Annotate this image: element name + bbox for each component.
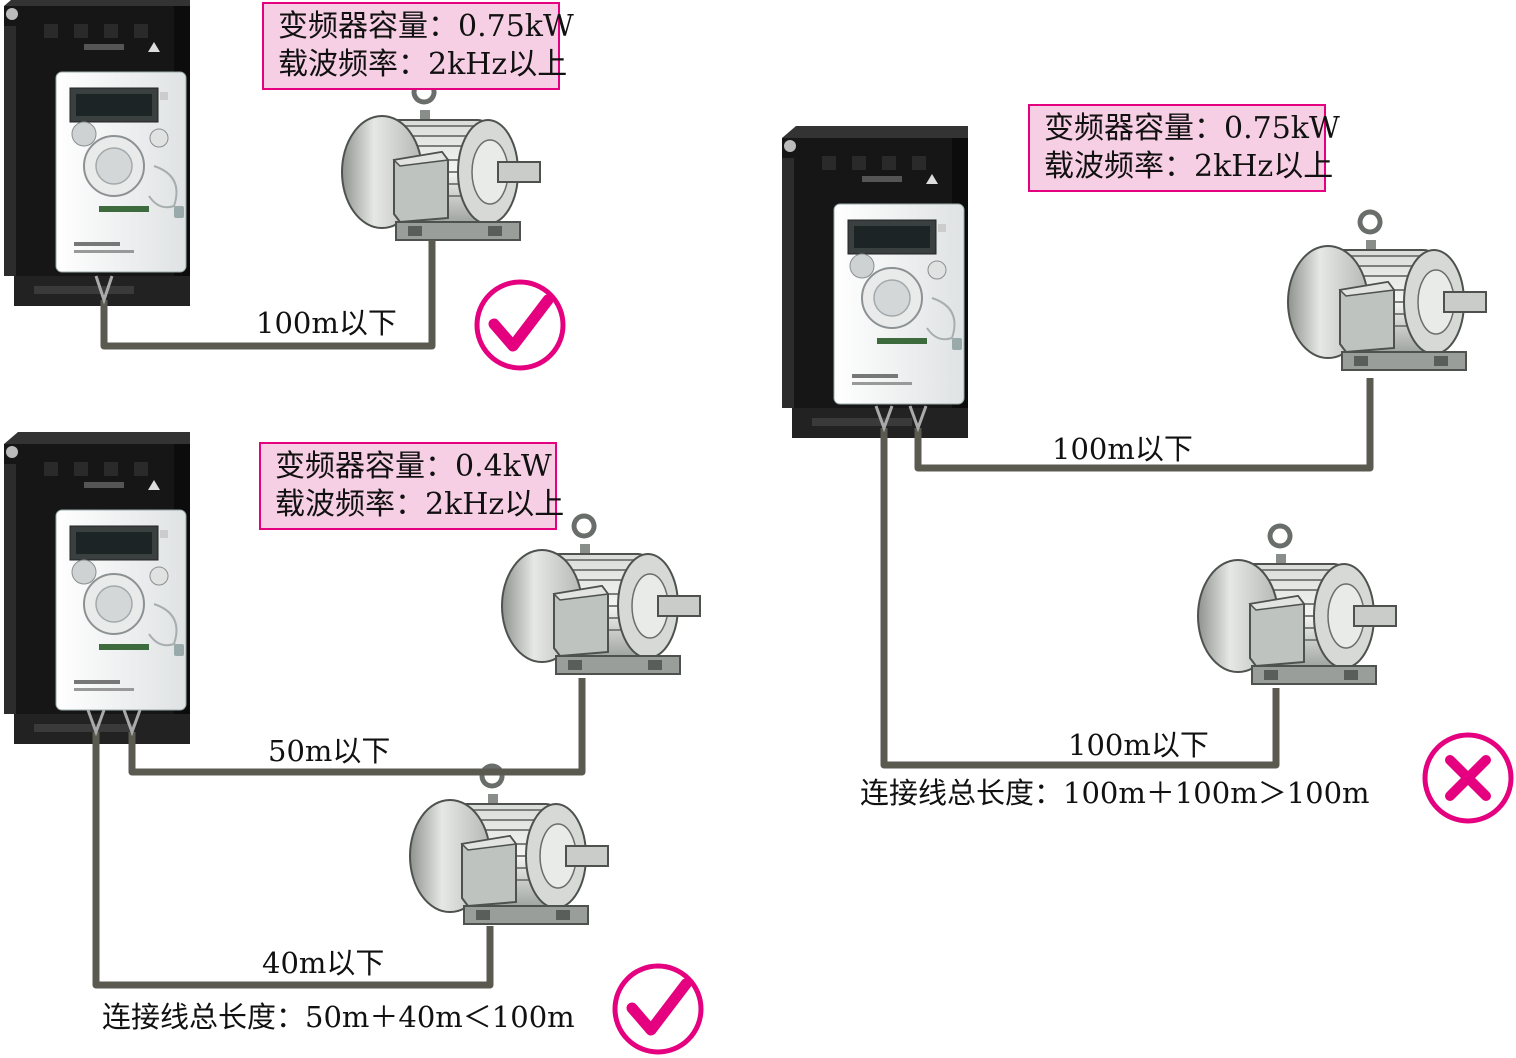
inverter-top-left xyxy=(3,0,191,307)
spec-carrier: 载波频率：2kHz以上 xyxy=(275,487,565,522)
cable-bottom-left-50m xyxy=(128,678,586,776)
cable-length-label: 100m以下 xyxy=(1068,728,1209,762)
check-icon xyxy=(474,279,566,371)
inverter-bottom-left xyxy=(3,431,191,745)
spec-box-bottom-left: 变频器容量：0.4kW 载波频率：2kHz以上 xyxy=(259,442,565,530)
motor-right-2 xyxy=(1198,526,1396,684)
spec-capacity: 变频器容量：0.4kW xyxy=(275,449,552,484)
motor-bottom-left-1 xyxy=(502,516,700,674)
cable-right-lower xyxy=(880,428,1280,769)
cable-length-label: 50m以下 xyxy=(268,734,391,768)
spec-capacity: 变频器容量：0.75kW xyxy=(1044,111,1340,146)
spec-box-right: 变频器容量：0.75kW 载波频率：2kHz以上 xyxy=(1028,104,1340,192)
cable-length-label: 100m以下 xyxy=(1052,432,1193,466)
check-icon xyxy=(612,963,704,1055)
cable-right-upper xyxy=(914,378,1374,472)
total-length-summary: 连接线总长度：50m＋40m＜100m xyxy=(102,1000,575,1034)
spec-carrier: 载波频率：2kHz以上 xyxy=(1044,149,1334,184)
total-length-summary: 连接线总长度：100m＋100m＞100m xyxy=(860,776,1370,810)
spec-carrier: 载波频率：2kHz以上 xyxy=(278,47,568,82)
cross-icon xyxy=(1422,732,1514,824)
spec-box-top-left: 变频器容量：0.75kW 载波频率：2kHz以上 xyxy=(262,2,574,90)
cable-length-label: 100m以下 xyxy=(256,306,397,340)
cable-bottom-left-40m xyxy=(92,732,494,989)
motor-right-1 xyxy=(1288,212,1486,370)
cable-top-left xyxy=(100,240,436,350)
cable-length-label: 40m以下 xyxy=(262,946,385,980)
inverter-right xyxy=(781,125,969,439)
spec-capacity: 变频器容量：0.75kW xyxy=(278,9,574,44)
motor-top-left xyxy=(342,82,540,240)
motor-bottom-left-2 xyxy=(410,766,608,924)
